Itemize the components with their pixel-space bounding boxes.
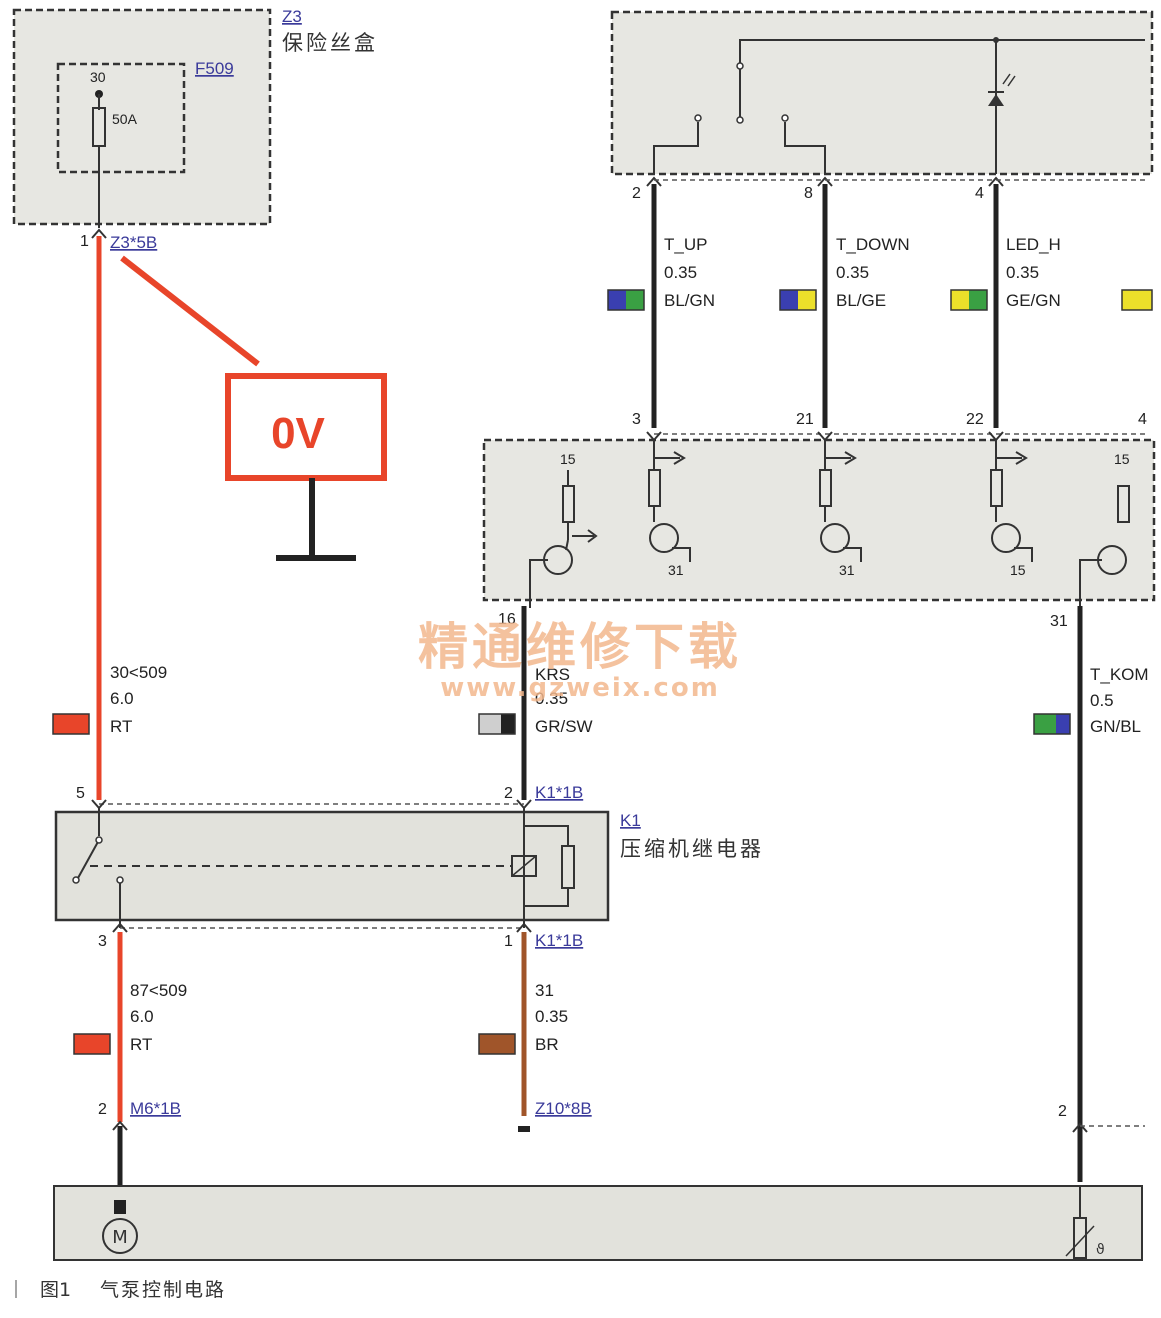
- pump-unit: [53, 1185, 1143, 1261]
- relay-conn-bottom: K1*1B: [535, 931, 583, 950]
- ground-label-3: 15: [1010, 562, 1026, 578]
- wire-tkom-gauge: 0.5: [1090, 691, 1114, 710]
- wire-krs-color: GR/SW: [535, 717, 593, 736]
- voltage-box: [225, 373, 387, 481]
- relay-pin-1: 1: [504, 933, 513, 950]
- wire-31-name: 31: [535, 981, 554, 1000]
- ground-label-1: 31: [668, 562, 684, 578]
- wire-31-swatch: [478, 1033, 516, 1055]
- fuse-rating: 50A: [112, 111, 138, 127]
- upper-wire-4-swatch-partial: [1121, 289, 1153, 311]
- upper-wire-3-swatch: [950, 289, 988, 311]
- sensor-pin: 2: [1058, 1103, 1067, 1120]
- fuse-connector: Z3*5B: [110, 233, 157, 252]
- wire-krs-swatch: [478, 713, 516, 735]
- tkom-pin: 31: [1050, 613, 1068, 630]
- wire-tkom-name: T_KOM: [1090, 665, 1149, 684]
- supply-label-left: 15: [560, 451, 576, 467]
- supply-label-right: 15: [1114, 451, 1130, 467]
- switch-pin-1: 2: [632, 185, 641, 202]
- control-module: [482, 438, 1156, 602]
- input-stage-2: [819, 440, 862, 562]
- wire-main-color: RT: [110, 717, 132, 736]
- upper-wire-1-name: T_UP: [664, 235, 707, 254]
- wire-87-name: 87<509: [130, 981, 187, 1000]
- annotation-pointer: [120, 255, 260, 367]
- upper-wire-2-color: BL/GE: [836, 291, 886, 310]
- wire-main-name: 30<509: [110, 663, 167, 682]
- caption-fig: 图1: [40, 1279, 71, 1301]
- wire-87-gauge: 6.0: [130, 1007, 154, 1026]
- control-pin-3: 22: [966, 411, 984, 428]
- relay-coil: [511, 855, 537, 877]
- control-pin-1: 3: [632, 411, 641, 428]
- ground-label-2: 31: [839, 562, 855, 578]
- switch-module: [610, 10, 1154, 176]
- upper-wire-3-name: LED_H: [1006, 235, 1061, 254]
- watermark-url: www.gzweix.com: [440, 673, 720, 703]
- upper-wire-2-gauge: 0.35: [836, 263, 869, 282]
- voltage-value: 0V: [271, 409, 325, 458]
- fuse-box-id: Z3: [282, 7, 302, 26]
- sensor-symbol: ϑ: [1096, 1242, 1105, 1258]
- fuse-connector-pin: 1: [80, 233, 89, 250]
- relay-conn-top: K1*1B: [535, 783, 583, 802]
- upper-wire-3-color: GE/GN: [1006, 291, 1061, 310]
- fuse-pin-label: 30: [90, 69, 106, 85]
- temperature-sensor: [1073, 1217, 1087, 1259]
- relay-pin-3: 3: [98, 933, 107, 950]
- control-pin-4: 4: [1138, 411, 1147, 428]
- wire-krs-name: KRS: [535, 665, 570, 684]
- wire-31-gauge: 0.35: [535, 1007, 568, 1026]
- upper-wire-3-gauge: 0.35: [1006, 263, 1039, 282]
- relay-contact: [77, 839, 100, 879]
- wire-main-gauge: 6.0: [110, 689, 134, 708]
- relay-pin-2: 2: [504, 785, 513, 802]
- fuse-box-name: 保险丝盒: [282, 31, 378, 55]
- wire-krs-gauge: 0.35: [535, 689, 568, 708]
- relay-id: K1: [620, 811, 641, 830]
- motor-pin: 2: [98, 1101, 107, 1118]
- ground-connector: Z10*8B: [535, 1099, 592, 1118]
- watermark-title: 精通维修下载: [418, 618, 742, 676]
- motor-label: M: [112, 1227, 128, 1248]
- control-pin-2: 21: [796, 411, 814, 428]
- wire-tkom-swatch: [1033, 713, 1071, 735]
- krs-pin: 16: [498, 611, 516, 628]
- wire-31-color: BR: [535, 1035, 559, 1054]
- relay-name: 压缩机继电器: [620, 837, 764, 861]
- upper-wire-2-name: T_DOWN: [836, 235, 910, 254]
- upper-wire-1-color: BL/GN: [664, 291, 715, 310]
- switch-pin-3: 4: [975, 185, 984, 202]
- caption-text: 气泵控制电路: [100, 1279, 226, 1301]
- wire-main-swatch: [52, 713, 90, 735]
- motor-symbol: [102, 1218, 138, 1254]
- upper-wire-2-swatch: [779, 289, 817, 311]
- input-stage-1: [648, 440, 691, 562]
- upper-wire-1-swatch: [607, 289, 645, 311]
- wire-87-swatch: [73, 1033, 111, 1055]
- fuse-housing: [56, 62, 186, 174]
- relay-pin-5: 5: [76, 785, 85, 802]
- upper-wire-1-gauge: 0.35: [664, 263, 697, 282]
- motor-connector: M6*1B: [130, 1099, 181, 1118]
- switch-pin-2: 8: [804, 185, 813, 202]
- wire-87-color: RT: [130, 1035, 152, 1054]
- fuse-box: [12, 8, 272, 226]
- input-stage-3: [990, 440, 1033, 562]
- fuse-id: F509: [195, 59, 234, 78]
- ground-symbol: [518, 1126, 530, 1132]
- led-diode: [988, 94, 1004, 106]
- wire-tkom-color: GN/BL: [1090, 717, 1141, 736]
